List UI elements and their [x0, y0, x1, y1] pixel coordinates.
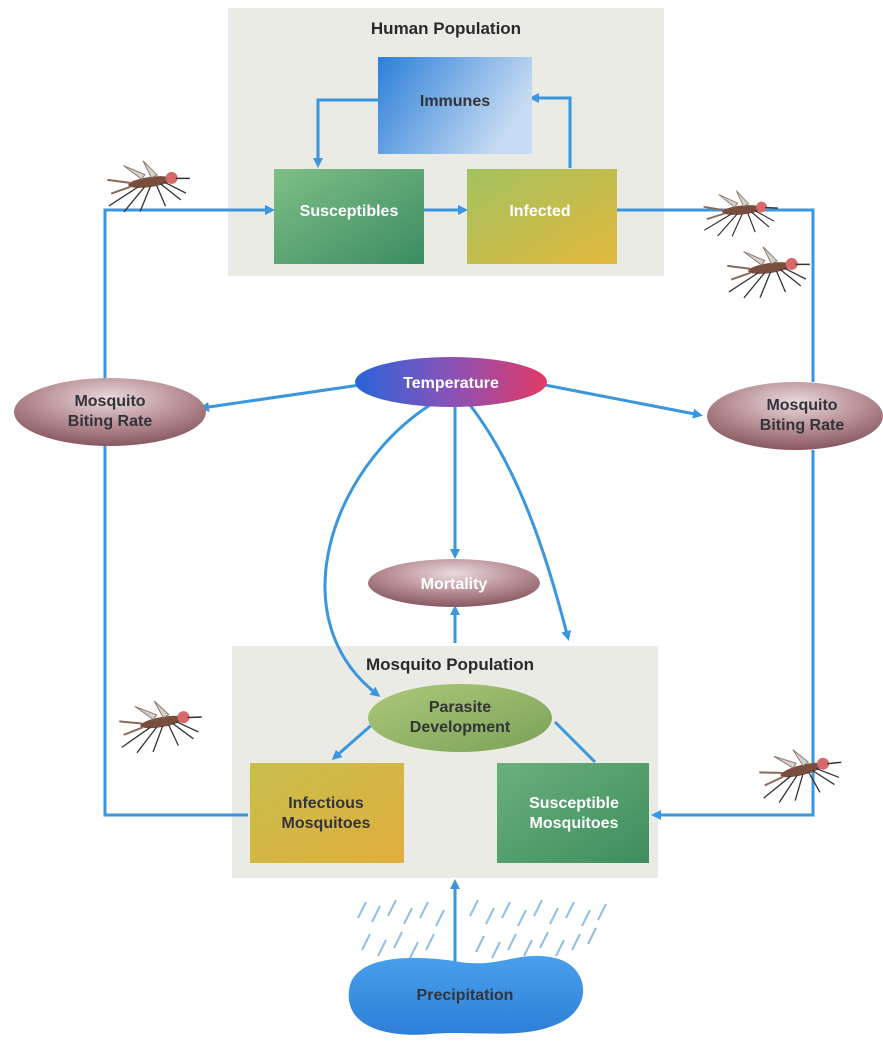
- susceptible-mosquitoes-line1: Susceptible: [529, 795, 619, 812]
- connector-lines: [103, 93, 815, 975]
- biting-rate-right-node[interactable]: Mosquito Biting Rate: [707, 382, 883, 450]
- mortality-label: Mortality: [421, 576, 488, 593]
- parasite-development-line2: Development: [410, 719, 511, 736]
- infectious-mosquitoes-box[interactable]: Infectious Mosquitoes: [250, 763, 404, 863]
- mosquito-icon: [113, 692, 208, 759]
- biting-rate-right-line2: Biting Rate: [760, 417, 845, 434]
- susceptible-mosquitoes-line2: Mosquitoes: [530, 815, 619, 832]
- mosquito-icon: [102, 153, 195, 217]
- precipitation-node[interactable]: Precipitation: [348, 955, 584, 1035]
- parasite-development-node[interactable]: Parasite Development: [368, 684, 552, 752]
- immunes-box[interactable]: Immunes: [378, 57, 532, 154]
- susceptibles-label: Susceptibles: [300, 203, 399, 220]
- infected-label: Infected: [509, 203, 570, 220]
- mosquito-icon: [752, 737, 849, 809]
- precipitation-label: Precipitation: [417, 987, 514, 1004]
- biting-rate-left-node[interactable]: Mosquito Biting Rate: [14, 378, 206, 446]
- susceptible-mosquitoes-box[interactable]: Susceptible Mosquitoes: [497, 763, 649, 863]
- infectious-mosquitoes-line1: Infectious: [288, 795, 364, 812]
- mosquito-icon: [699, 185, 782, 241]
- mosquito-icon: [722, 239, 815, 303]
- infectious-mosquitoes-line2: Mosquitoes: [282, 815, 371, 832]
- biting-rate-left-line1: Mosquito: [74, 393, 145, 410]
- mosquito-population-title: Mosquito Population: [366, 655, 534, 674]
- temperature-label: Temperature: [403, 375, 499, 392]
- temperature-node[interactable]: Temperature: [355, 357, 547, 407]
- biting-rate-left-line2: Biting Rate: [68, 413, 153, 430]
- susceptibles-box[interactable]: Susceptibles: [274, 169, 424, 264]
- infected-box[interactable]: Infected: [467, 169, 617, 264]
- biting-rate-right-line1: Mosquito: [766, 397, 837, 414]
- human-population-title: Human Population: [371, 19, 521, 38]
- parasite-development-line1: Parasite: [429, 699, 491, 716]
- rain-icon: [357, 899, 607, 959]
- immunes-label: Immunes: [420, 93, 490, 110]
- mortality-node[interactable]: Mortality: [368, 559, 540, 607]
